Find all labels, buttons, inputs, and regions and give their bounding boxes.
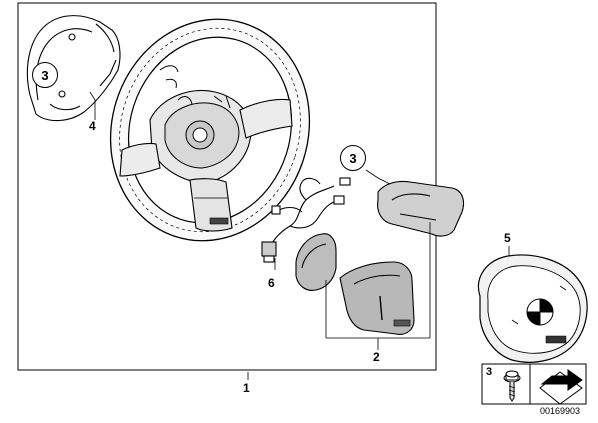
switch-cover-right [377,180,465,237]
wiring-harness [261,177,351,263]
airbag-module [477,254,588,363]
leader-lines [89,91,510,380]
callout-part-4: 4 [89,119,96,133]
switch-panel-left [295,233,337,291]
steering-column-shroud [26,15,121,122]
callout-part-3-mid: 3 [340,145,366,171]
steering-wheel [109,18,311,242]
callout-part-1: 1 [243,381,250,395]
callout-part-5: 5 [504,231,511,245]
diagram-code: 00169903 [540,406,581,416]
legend-item-number: 3 [486,366,493,378]
callout-part-3-top: 3 [32,62,58,88]
callout-part-6: 6 [268,276,275,290]
callout-part-2: 2 [373,350,380,364]
arrow-icon [539,369,583,405]
screw-icon [503,370,521,402]
spoke-trim-cover [339,261,415,335]
